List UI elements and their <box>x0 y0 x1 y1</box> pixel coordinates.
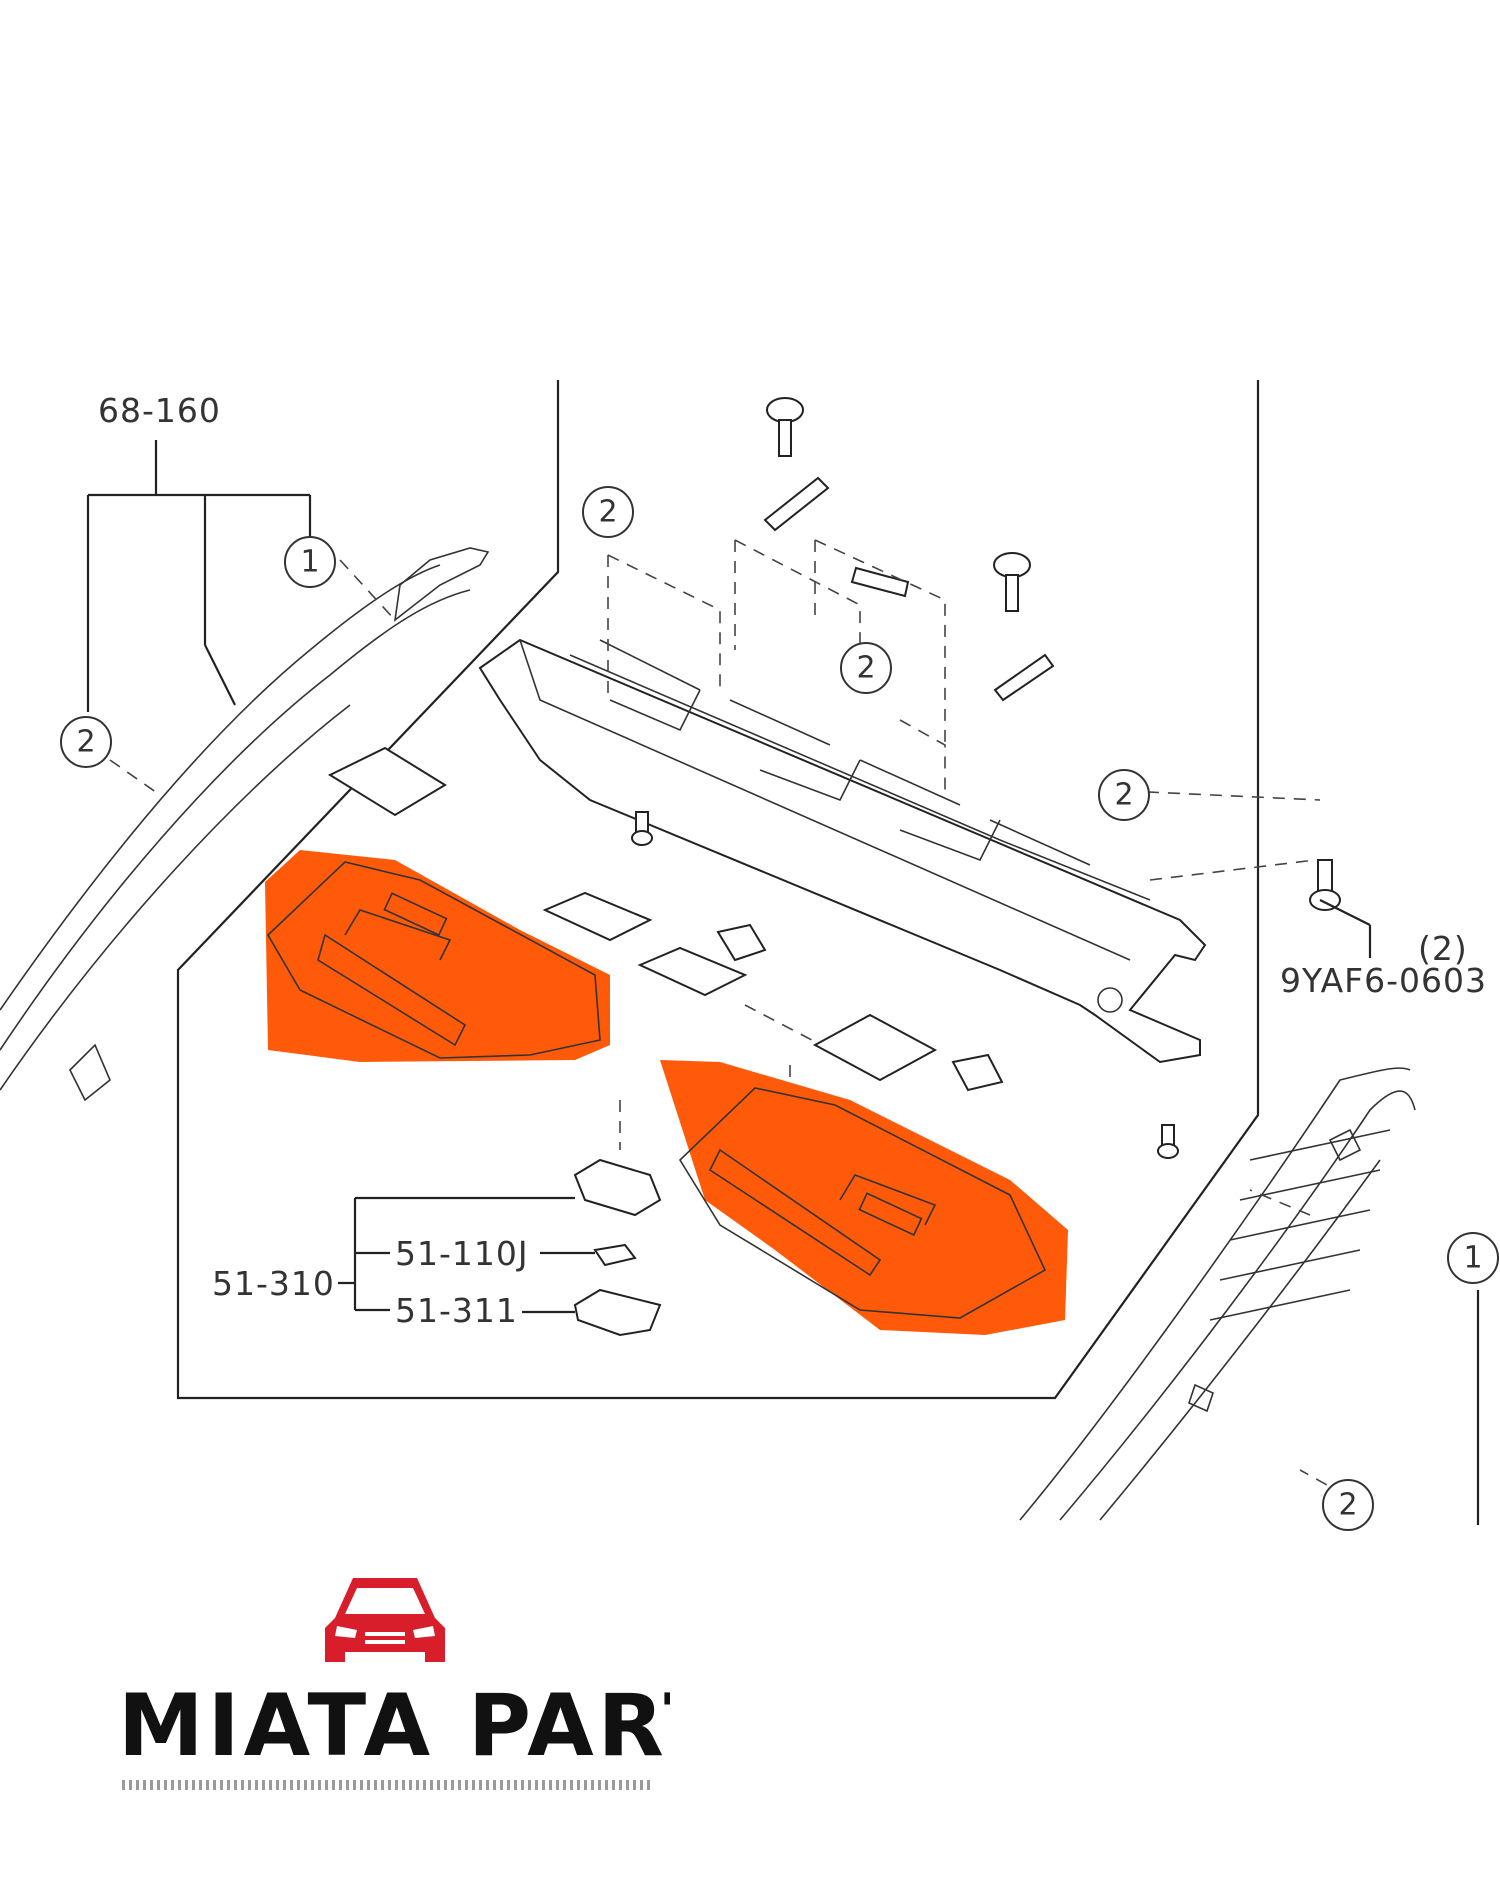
part-number-51-110j: 51-110J <box>395 1234 529 1273</box>
svg-text:2: 2 <box>856 651 875 686</box>
trim-pads <box>327 746 938 1082</box>
brand-name: MIATA PARTS <box>118 1676 670 1776</box>
callout-2-bottom: 2 <box>1322 1479 1374 1531</box>
clip-nut-left <box>716 923 767 962</box>
part-number-68-160: 68-160 <box>98 391 221 430</box>
fasteners <box>631 397 1341 1159</box>
left-sun-visor-highlight <box>265 850 610 1062</box>
screw-lower-left <box>631 811 653 846</box>
left-sun-visor <box>265 850 610 1062</box>
bolt-top-center <box>766 397 804 457</box>
bolt-quantity: (2) <box>1418 929 1468 968</box>
brand-logo: MIATA PARTS <box>118 1578 670 1790</box>
bolt-side-right <box>1309 859 1341 911</box>
map-lamp-bulb <box>593 1243 637 1267</box>
right-pillar-trim <box>1019 1067 1416 1521</box>
clip-pin-2 <box>850 566 910 598</box>
screw-lower-right <box>1157 1124 1179 1159</box>
clip-pin-3 <box>993 653 1055 702</box>
callout-1-right: 1 <box>1447 1232 1499 1284</box>
right-sun-visor-highlight <box>660 1060 1068 1335</box>
svg-text:1: 1 <box>1463 1241 1482 1276</box>
car-front-icon <box>325 1578 445 1662</box>
diagram-frame <box>176 380 1260 1400</box>
clip-nut-right <box>951 1053 1004 1092</box>
svg-text:2: 2 <box>1338 1488 1357 1523</box>
clip-pin-1 <box>763 476 830 532</box>
callout-1-left: 1 <box>284 536 336 588</box>
header-rail <box>478 638 1207 1064</box>
callout-2-right: 2 <box>1098 769 1150 821</box>
map-lamp-lens <box>573 1288 662 1337</box>
callout-2-top: 2 <box>582 486 634 538</box>
part-number-9yaf6-0603: 9YAF6-0603 <box>1280 961 1487 1000</box>
map-lamp-group <box>573 1158 662 1337</box>
svg-text:2: 2 <box>598 495 617 530</box>
callout-2-left: 2 <box>60 716 112 768</box>
part-number-51-310: 51-310 <box>212 1264 335 1303</box>
right-sun-visor <box>660 1060 1068 1335</box>
left-pillar-trim <box>0 547 490 1102</box>
part-number-51-311: 51-311 <box>395 1291 518 1330</box>
svg-text:1: 1 <box>300 545 319 580</box>
map-lamp-housing <box>573 1158 662 1217</box>
callout-2-middle: 2 <box>840 642 892 694</box>
reference-lines <box>86 440 1480 1525</box>
svg-text:2: 2 <box>1114 778 1133 813</box>
svg-text:2: 2 <box>76 725 95 760</box>
bolt-top-right <box>993 552 1031 612</box>
